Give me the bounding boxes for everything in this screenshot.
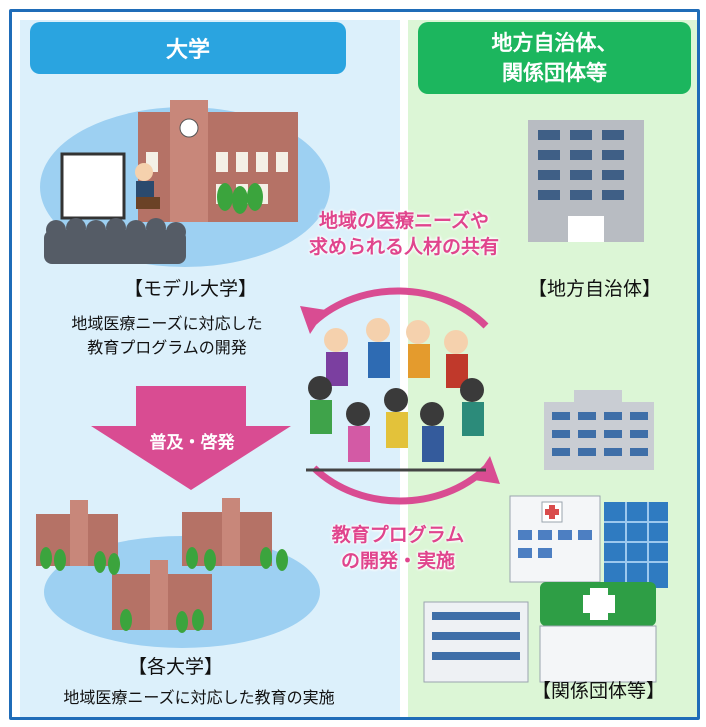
model-university-desc: 地域医療ニーズに対応した 教育プログラムの開発 [71,314,263,357]
local-government-label: 【地方自治体】 [528,278,662,300]
city-office-icon [528,120,644,242]
diagram-frame [9,9,700,720]
organizations-label: 【関係団体等】 [532,680,666,702]
university-building-icon [36,498,320,648]
program-caption: 教育プログラム の開発・実施 [331,524,465,572]
universities-desc: 地域医療ニーズに対応した教育の実施 [63,688,335,707]
spread-arrow [91,386,291,490]
clinic-icon [423,495,668,683]
lecture-hall-icon [40,100,330,267]
people-circle-icon [306,318,486,472]
university-header: 大学 [30,22,346,74]
spread-arrow-label: 普及・啓発 [149,433,235,453]
model-university-label: 【モデル大学】 [124,278,258,300]
hospital-icon [544,390,654,470]
cycle-arrows [300,287,500,505]
sharing-caption: 地域の医療ニーズや 求められる人材の共有 [308,210,499,258]
universities-label: 【各大学】 [128,656,224,678]
local-government-header: 地方自治体、 関係団体等 [418,22,691,94]
